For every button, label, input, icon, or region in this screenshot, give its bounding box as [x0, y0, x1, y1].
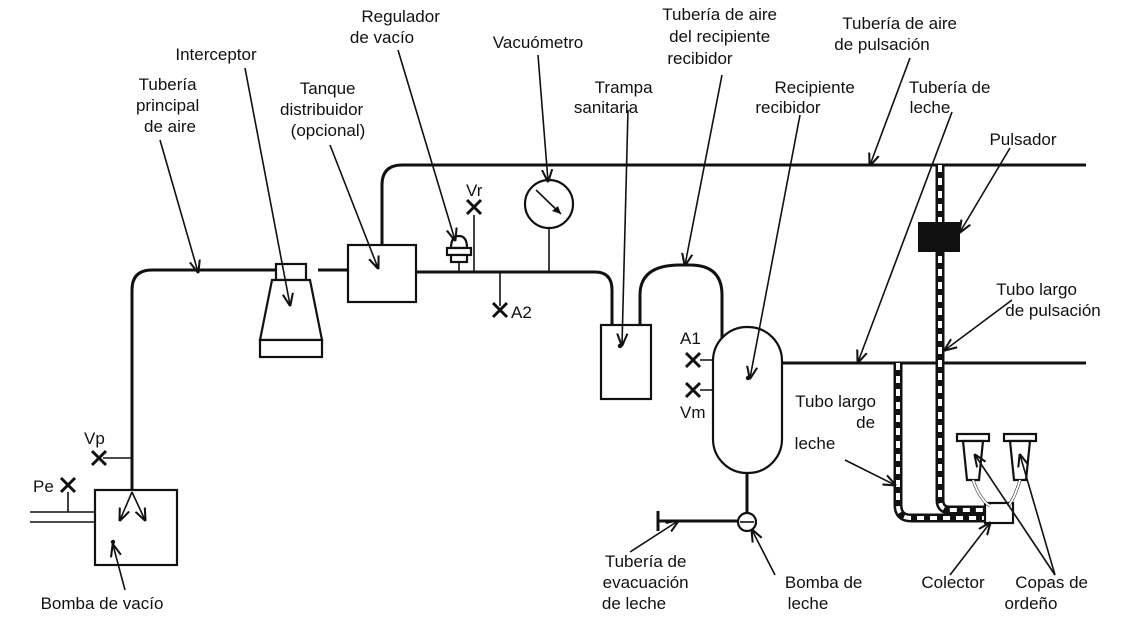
main-air-pipe [130, 268, 278, 490]
leader-gauge [537, 54, 548, 181]
label-milk-line: Tubería de leche [909, 78, 995, 117]
label-long-pulse-tube: Tubo largo de pulsación [996, 280, 1100, 320]
leader-collector [949, 523, 990, 576]
leader-receiver-air [685, 74, 723, 265]
valve-a2 [491, 301, 509, 319]
valve-vm [684, 381, 702, 399]
leader-cups-2 [1020, 455, 1056, 576]
receiver-jar [711, 325, 784, 475]
label-valve-vp: Vp [84, 429, 105, 448]
vacuum-regulator [445, 234, 473, 264]
label-receiver-air-pipe: Tubería de aire del recipiente recibidor [662, 5, 781, 68]
leader-evacuation [629, 521, 678, 553]
leader-interceptor [244, 67, 290, 305]
label-pulsation-air-pipe: Tubería de aire de pulsación [834, 14, 961, 54]
label-tank: Tanque distribuidor (opcional) [280, 79, 368, 140]
distribution-tank [346, 243, 418, 304]
pulsation-air-pipe [380, 163, 1086, 245]
milk-pump [736, 511, 758, 533]
label-regulator: Regulador de vacío [350, 7, 445, 47]
leader-main-air [159, 139, 198, 272]
label-pulsator: Pulsador [989, 130, 1056, 149]
leader-trap [622, 109, 629, 345]
label-long-milk-tube: Tubo largo de leche [795, 392, 881, 453]
leader-receiver [750, 114, 801, 378]
leader-pulsator [960, 147, 1011, 232]
valve-vp [90, 449, 108, 467]
leader-long-milk [844, 459, 895, 485]
interceptor [258, 262, 324, 359]
main-air-pipe-to-trap [416, 270, 614, 325]
label-valve-a2: A2 [511, 303, 532, 322]
label-teat-cups: Copas de ordeño [1005, 573, 1093, 613]
leader-milk-pump [752, 530, 776, 576]
label-interceptor: Interceptor [175, 45, 257, 64]
leader-cups-1 [975, 455, 1056, 576]
label-sanitary-trap: Trampa sanitaria [574, 78, 657, 117]
leader-milk-line [858, 111, 953, 362]
leader-vacuum-pump [113, 545, 126, 591]
label-evacuation-line: Tubería de evacuación de leche [602, 552, 694, 613]
label-valve-vm: Vm [680, 403, 706, 422]
leader-tank [329, 144, 378, 268]
sanitary-trap [599, 323, 653, 401]
valve-pe [59, 476, 77, 494]
label-valve-pe: Pe [33, 477, 54, 496]
label-vacuum-pump: Bomba de vacío [41, 594, 164, 613]
label-main-air-pipe: Tubería principal de aire [136, 75, 204, 136]
leader-regulator [397, 49, 455, 240]
pump-exhaust-pipe [30, 511, 95, 523]
leader-long-pulse [945, 299, 1013, 350]
label-receiver-jar: Recipiente recibidor [755, 78, 859, 117]
label-valve-a1: A1 [680, 329, 701, 348]
valve-vr [465, 198, 483, 216]
vacuum-gauge [523, 178, 575, 230]
label-vacuum-gauge: Vacuómetro [493, 33, 583, 52]
label-valve-vr: Vr [466, 181, 483, 200]
pulsator [918, 222, 960, 252]
label-milk-pump: Bomba de leche [785, 573, 867, 613]
valve-a1 [684, 351, 702, 369]
label-collector: Colector [921, 573, 985, 592]
vacuum-pump [93, 488, 179, 567]
leader-pulsation [870, 57, 911, 165]
